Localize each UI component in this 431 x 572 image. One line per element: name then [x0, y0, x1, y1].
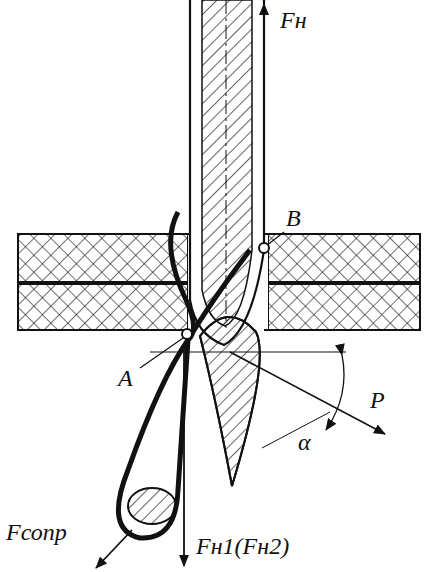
point-label: B	[286, 206, 301, 230]
force-label: P	[370, 388, 385, 412]
force-label: Fсопр	[6, 520, 67, 544]
angle-label: α	[298, 430, 311, 454]
force-label: Fн1(Fн2)	[196, 534, 289, 558]
force-label: Fн	[280, 8, 307, 32]
point-label: A	[118, 366, 133, 390]
